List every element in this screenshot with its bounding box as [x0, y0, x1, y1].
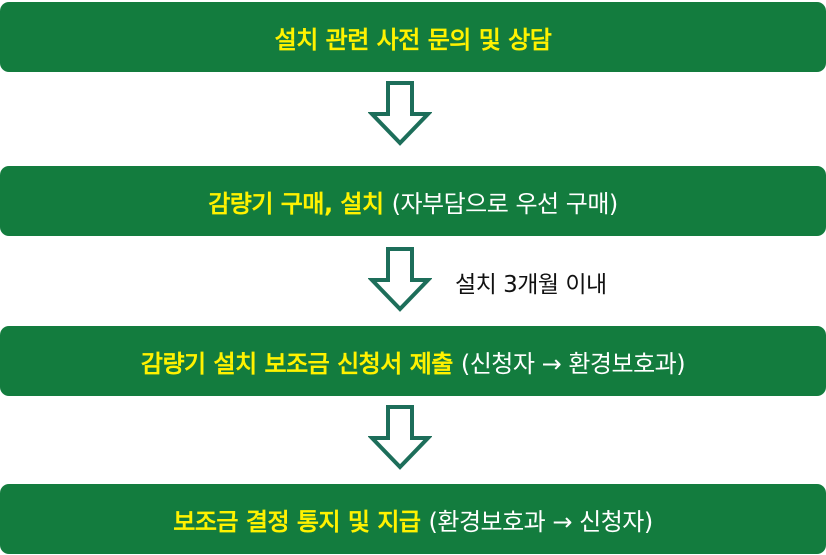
step-4-detail: (환경보호과 → 신청자) [428, 507, 654, 536]
step-1-title: 설치 관련 사전 문의 및 상담 [274, 25, 552, 54]
step-3-detail: (신청자 → 환경보호과) [460, 349, 686, 378]
step-2-purchase-install: 감량기 구매, 설치 (자부담으로 우선 구매) [0, 166, 826, 236]
down-arrow-icon [368, 247, 432, 312]
step-4-title: 보조금 결정 통지 및 지급 [173, 507, 421, 536]
step-2-title: 감량기 구매, 설치 [208, 189, 384, 218]
step-2-detail: (자부담으로 우선 구매) [391, 189, 619, 218]
down-arrow-icon [368, 405, 432, 470]
step-3-title: 감량기 설치 보조금 신청서 제출 [140, 349, 453, 378]
down-arrow-icon [368, 81, 432, 146]
step-4-subsidy-payment: 보조금 결정 통지 및 지급 (환경보호과 → 신청자) [0, 484, 826, 554]
step-1-consultation: 설치 관련 사전 문의 및 상담 [0, 2, 826, 72]
step-3-application: 감량기 설치 보조금 신청서 제출 (신청자 → 환경보호과) [0, 326, 826, 396]
deadline-note: 설치 3개월 이내 [455, 272, 607, 298]
